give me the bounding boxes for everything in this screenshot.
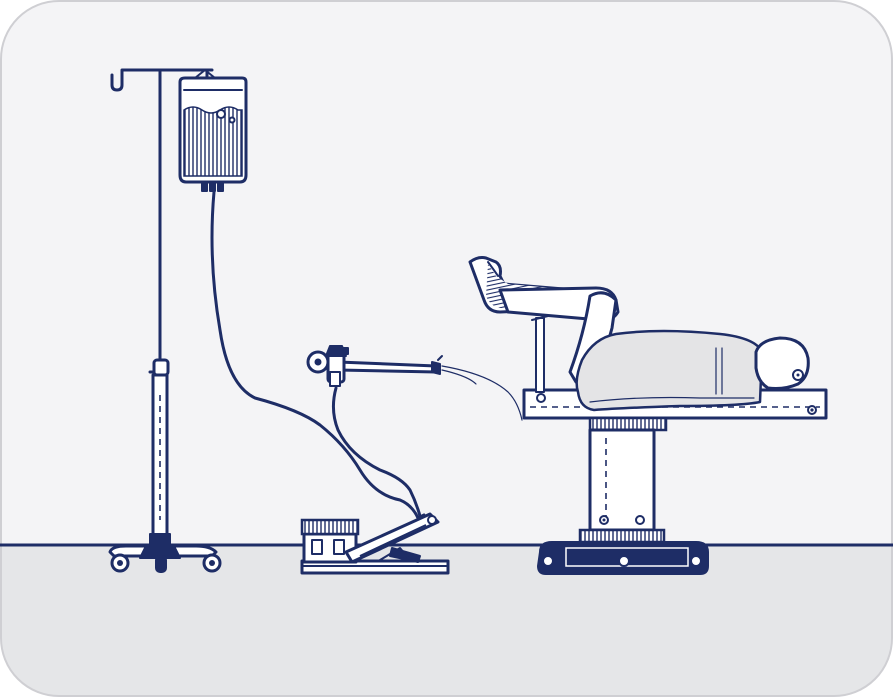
wall [0, 0, 893, 545]
iv-bag-icon [180, 70, 246, 191]
